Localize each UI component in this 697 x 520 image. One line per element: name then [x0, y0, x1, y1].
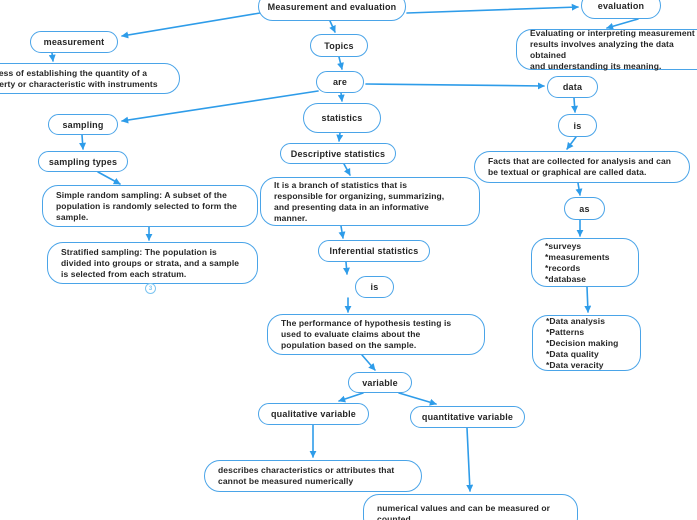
edge-variable-to-qualitative-variable — [338, 392, 364, 403]
node-measurement[interactable]: measurement — [30, 31, 118, 53]
node-data-uses[interactable]: *Data analysis *Patterns *Decision makin… — [532, 315, 641, 371]
edge-measurement-to-measurement-desc — [48, 52, 56, 62]
edge-are-to-sampling — [121, 90, 319, 124]
node-qualitative-desc[interactable]: describes characteristics or attributes … — [204, 460, 422, 492]
node-as[interactable]: as — [564, 197, 605, 220]
edge-root-to-evaluation — [406, 3, 579, 14]
collapsed-branch-badge[interactable]: 3 — [145, 283, 156, 294]
edge-quantitative-variable-to-quantitative-desc — [466, 427, 474, 492]
edge-evaluation-to-evaluation-desc — [606, 18, 639, 30]
edge-variable-to-quantitative-variable — [398, 392, 437, 406]
node-topics[interactable]: Topics — [310, 34, 368, 57]
edge-statistics-to-descriptive-statistics — [336, 132, 344, 142]
node-variable[interactable]: variable — [348, 372, 412, 393]
edge-sampling-to-sampling-types — [79, 134, 87, 150]
edge-topics-to-are — [337, 56, 344, 70]
edge-facts-to-as — [575, 182, 583, 196]
node-facts[interactable]: Facts that are collected for analysis an… — [474, 151, 690, 183]
node-sampling[interactable]: sampling — [48, 114, 118, 135]
node-sampling-types[interactable]: sampling types — [38, 151, 128, 172]
node-measurement-desc[interactable]: process of establishing the quantity of … — [0, 63, 180, 94]
node-stratified[interactable]: Stratified sampling: The population is d… — [47, 242, 258, 284]
edge-root-to-topics — [329, 20, 336, 33]
edge-root-to-measurement — [121, 12, 261, 39]
edge-data-to-is-data — [571, 97, 579, 113]
node-are[interactable]: are — [316, 71, 364, 93]
node-root[interactable]: Measurement and evaluation — [258, 0, 406, 21]
node-inferential-statistics[interactable]: Inferential statistics — [318, 240, 430, 262]
node-data[interactable]: data — [547, 76, 598, 98]
edge-is-data-to-facts — [566, 136, 577, 150]
edge-branch-to-inferential-statistics — [338, 225, 346, 239]
edge-inferential-statistics-to-is-inferential — [342, 261, 350, 275]
node-is-inferential[interactable]: is — [355, 276, 394, 298]
node-simple-random[interactable]: Simple random sampling: A subset of the … — [42, 185, 258, 227]
node-descriptive-statistics[interactable]: Descriptive statistics — [280, 143, 396, 164]
edge-data-sources-to-data-uses — [584, 286, 592, 313]
node-evaluation-desc[interactable]: Evaluating or interpreting measurement r… — [516, 28, 697, 71]
node-evaluation[interactable]: evaluation — [581, 0, 661, 19]
node-data-sources[interactable]: *surveys *measurements *records *databas… — [531, 238, 639, 287]
node-quantitative-desc[interactable]: numerical values and can be measured or … — [363, 494, 578, 520]
edge-descriptive-statistics-to-branch — [343, 163, 351, 176]
node-is-data[interactable]: is — [558, 114, 597, 137]
node-hypothesis[interactable]: The performance of hypothesis testing is… — [267, 314, 485, 355]
node-qualitative-variable[interactable]: qualitative variable — [258, 403, 369, 425]
edge-sampling-types-to-simple-random — [97, 171, 121, 185]
edge-hypothesis-to-variable — [361, 354, 376, 371]
node-quantitative-variable[interactable]: quantitative variable — [410, 406, 525, 428]
edge-are-to-data — [365, 82, 545, 90]
edge-are-to-statistics — [337, 92, 345, 102]
node-branch[interactable]: It is a branch of statistics that is res… — [260, 177, 480, 226]
node-statistics[interactable]: statistics — [303, 103, 381, 133]
